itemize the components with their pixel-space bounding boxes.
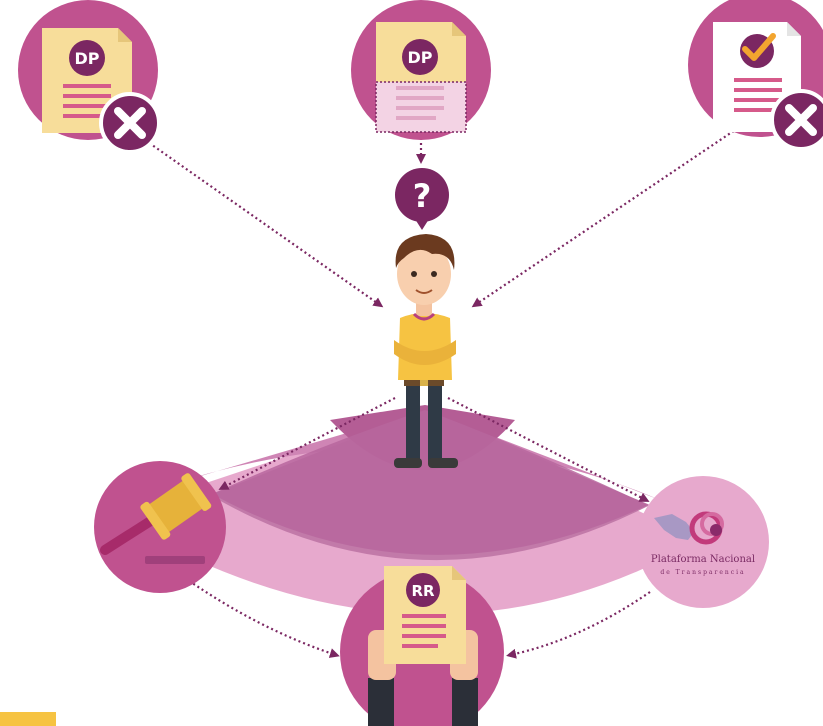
question-icon: ?	[395, 168, 449, 230]
person-icon	[394, 234, 458, 468]
gavel-icon	[100, 473, 212, 564]
hands-document-icon: RR	[368, 566, 478, 726]
arrow-platform-to-recurso	[506, 591, 651, 659]
platform-name-line2: de Transparencia	[660, 569, 745, 576]
gavel-authority	[94, 461, 226, 593]
reject-x-icon	[770, 89, 823, 151]
arrow-right-to-person	[471, 127, 739, 308]
platform-name-line1: Plataforma Nacional	[651, 554, 755, 565]
document-incomplete-center: DP	[351, 0, 491, 140]
question-mark: ?	[413, 177, 432, 215]
reject-x-icon	[99, 92, 161, 154]
document-rejected-left: DP	[18, 0, 161, 154]
arrow-person-to-platform	[447, 397, 650, 502]
platform-logo: Plataforma Nacional de Transparencia	[637, 476, 769, 608]
arrow-gavel-to-recurso	[184, 577, 340, 658]
check-icon	[742, 33, 776, 61]
arrows	[144, 127, 739, 659]
document-badge-center: DP	[407, 48, 432, 67]
arrow-left-to-person	[144, 139, 384, 308]
recurso-badge: RR	[411, 582, 435, 600]
platform-logo-icon	[654, 511, 724, 545]
document-icon: DP	[375, 22, 467, 133]
document-badge-left: DP	[74, 49, 99, 68]
recurso-revision: RR	[340, 566, 504, 726]
document-rejected-right	[688, 0, 823, 151]
corner-marker	[0, 712, 56, 726]
